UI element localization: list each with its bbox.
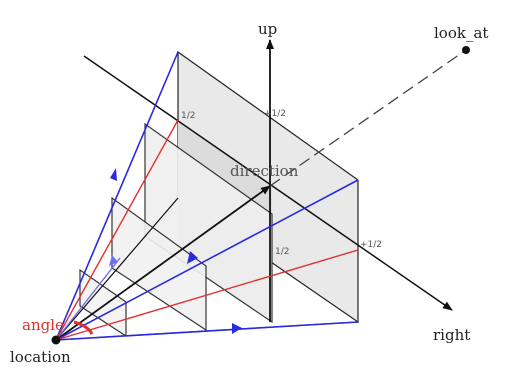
frustum-edge-bottom: [55, 321, 359, 341]
direction-label: direction: [230, 162, 299, 180]
location-point: [51, 335, 61, 345]
edge-arrow-1: [110, 168, 117, 181]
middle-image-plane: [144, 122, 273, 324]
look-at-label: look_at: [434, 24, 488, 42]
center-ray-up: [55, 119, 179, 341]
right-label: right: [433, 326, 470, 344]
up-label: up: [258, 20, 277, 38]
direction-vector: [55, 185, 271, 341]
near-image-plane: [111, 196, 207, 332]
location-label: location: [10, 348, 71, 366]
edge-arrow-2: [187, 251, 198, 264]
look-at-line: [269, 49, 467, 187]
center-ray-right: [55, 249, 359, 341]
frustum-edge-top: [55, 51, 179, 341]
tick-half-right-outer: +1/2: [360, 240, 382, 250]
look-at-point: [462, 46, 470, 54]
frustum-edge-right: [55, 179, 359, 341]
edge-arrow-3: [232, 323, 242, 334]
angle-label: angle: [22, 316, 64, 334]
tick-half-up-right: +1/2: [264, 109, 286, 119]
ray-black-1: [55, 197, 179, 341]
edge-arrow-4: [109, 255, 118, 266]
tick-half-up-left: 1/2: [181, 111, 195, 121]
angle-arc: [73, 320, 94, 335]
tick-half-right-inner: 1/2: [275, 247, 289, 257]
frustum-edge-inner: [55, 257, 121, 341]
right-axis: [83, 55, 453, 311]
